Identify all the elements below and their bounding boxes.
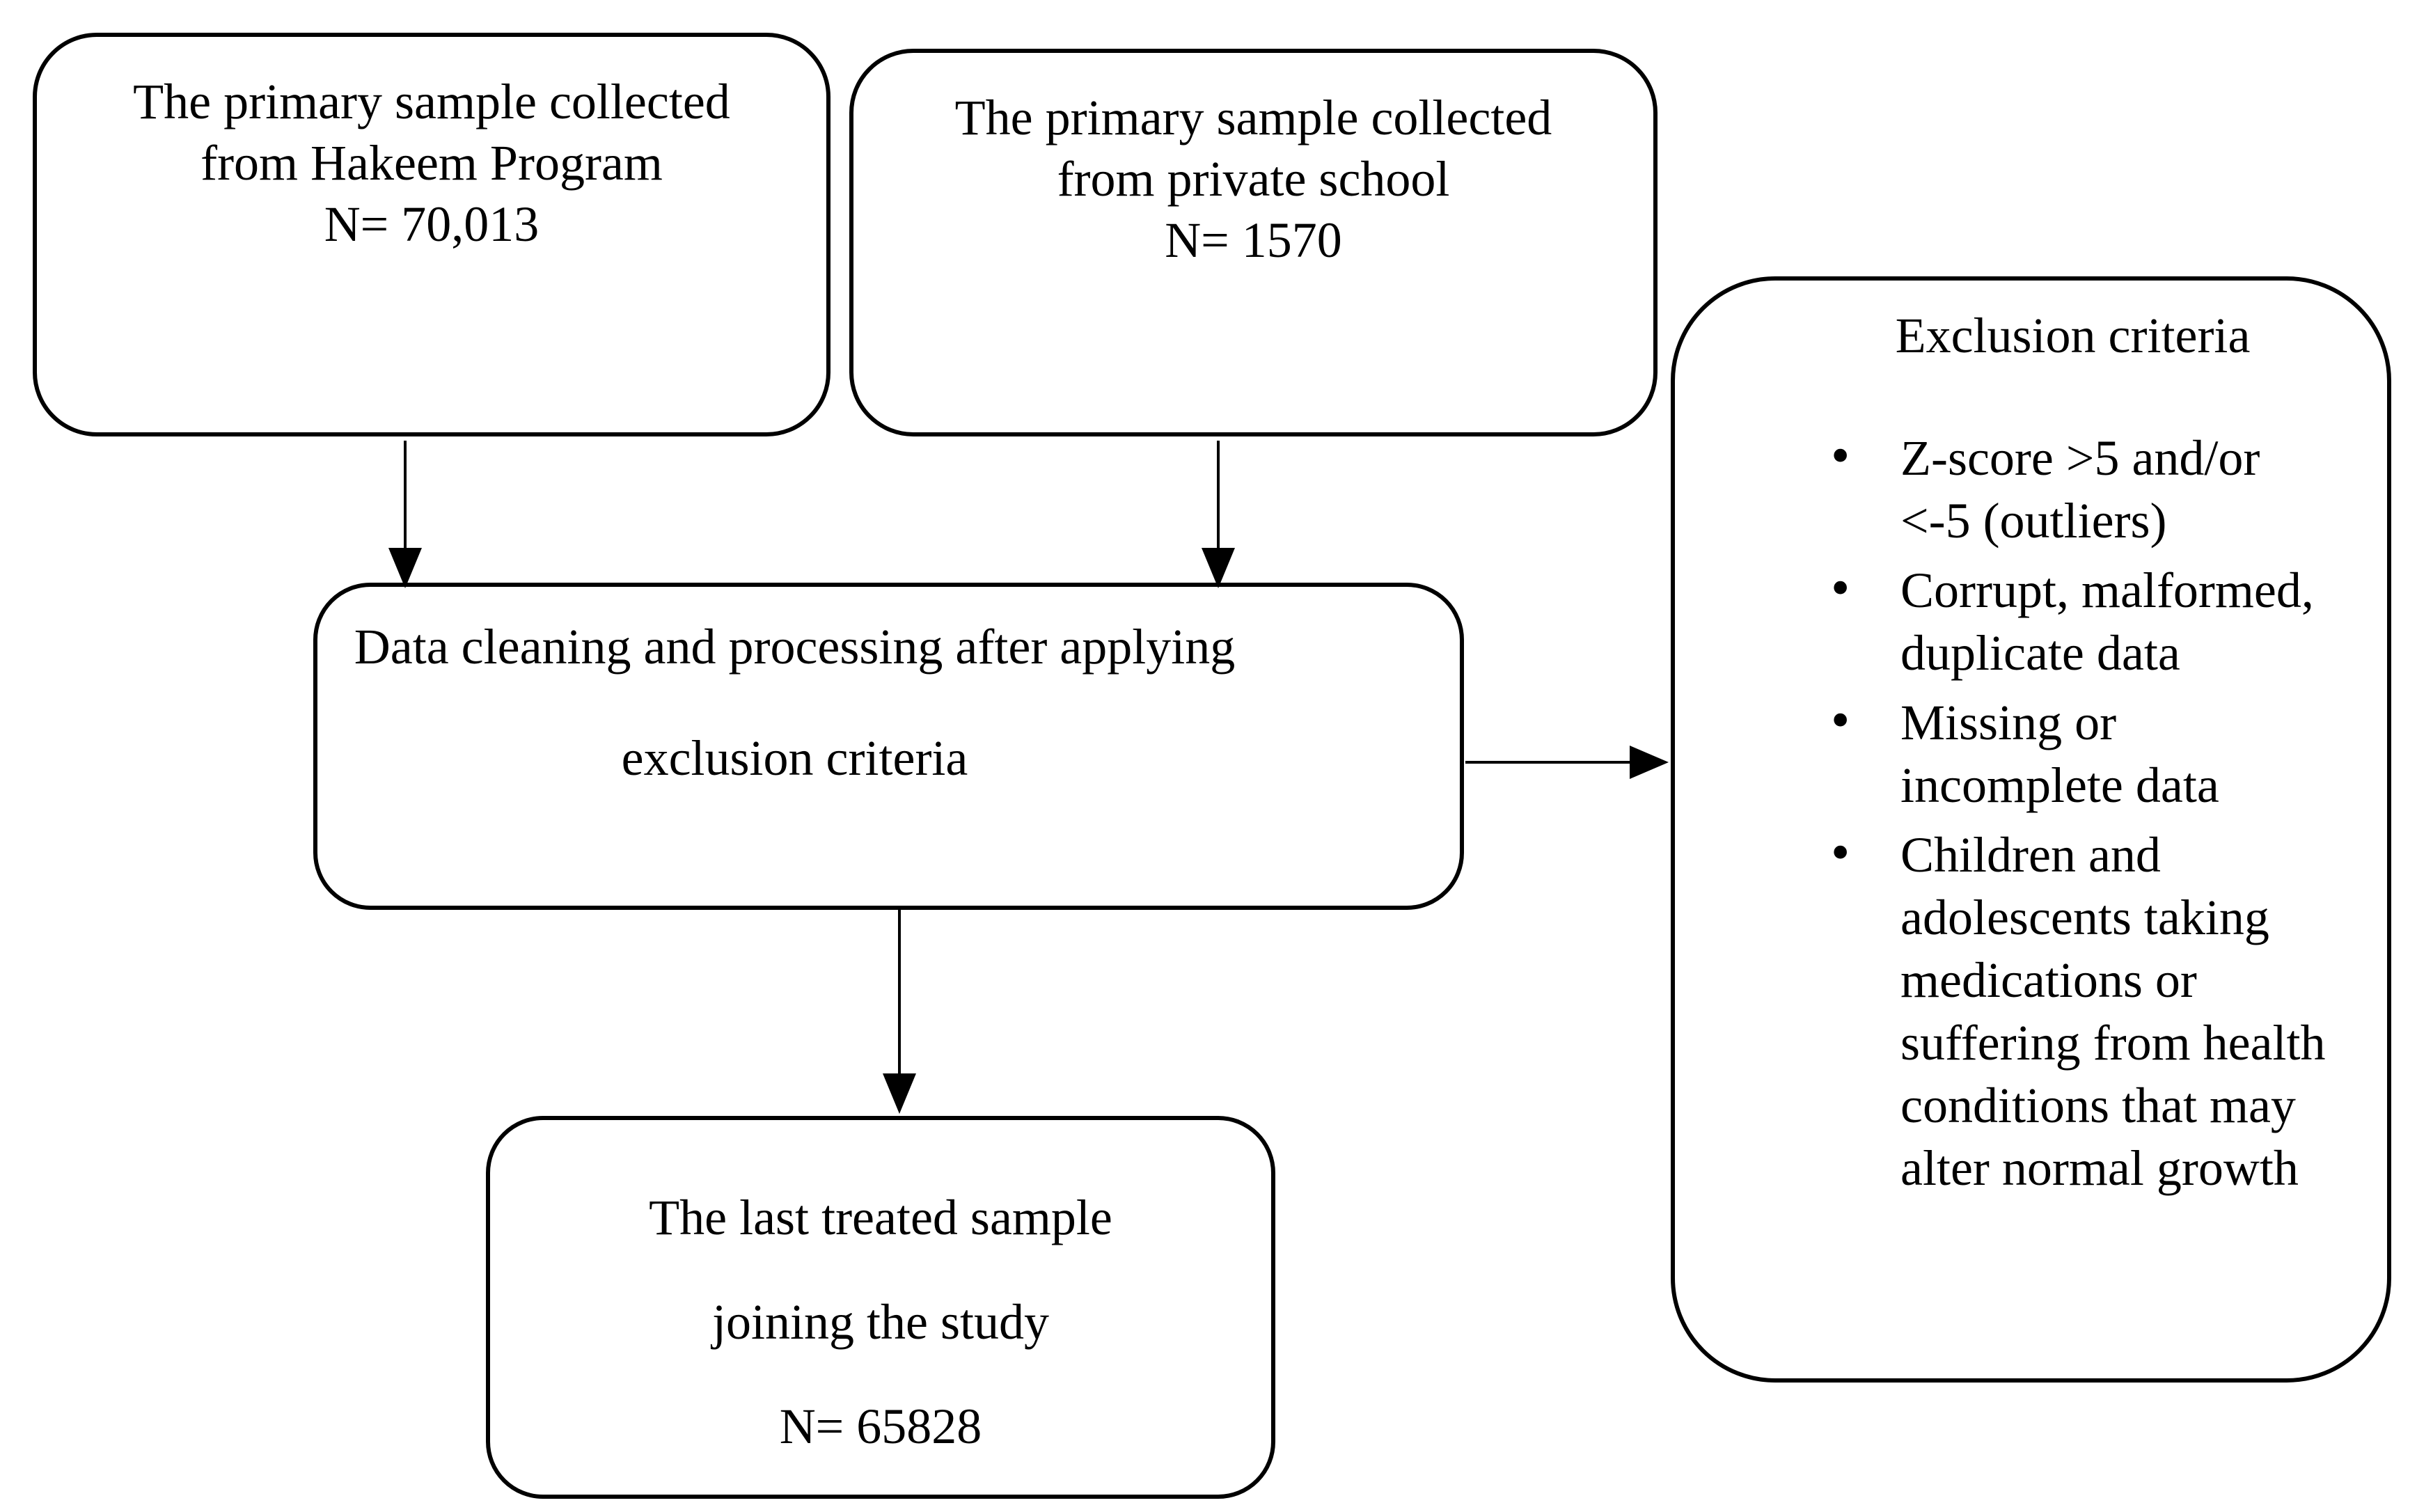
arrow-line xyxy=(1217,441,1220,549)
exclusion-criteria-item: Z-score >5 and/or <-5 (outliers) xyxy=(1831,424,2332,552)
sample-count: N= 1570 xyxy=(1165,212,1342,268)
exclusion-criteria-item: Corrupt, malformed, duplicate data xyxy=(1831,556,2332,684)
arrow-head-down-icon xyxy=(388,548,422,588)
box-line: Data cleaning and processing after apply… xyxy=(354,619,1236,675)
box-hakeem-sample: The primary sample collected from Hakeem… xyxy=(33,33,830,436)
exclusion-criteria-item: Children and adolescents taking medicati… xyxy=(1831,821,2332,1199)
box-line: from private school xyxy=(1057,151,1450,207)
box-line: from Hakeem Program xyxy=(200,135,663,191)
exclusion-criteria-item: Missing or incomplete data xyxy=(1831,688,2332,817)
box-line: The primary sample collected xyxy=(954,90,1552,145)
box-line: The primary sample collected xyxy=(133,74,730,129)
sample-count: N= 70,013 xyxy=(324,196,540,252)
box-line: joining the study xyxy=(712,1294,1049,1350)
exclusion-criteria-title: Exclusion criteria xyxy=(1895,308,2251,363)
box-line: The last treated sample xyxy=(649,1190,1112,1245)
arrow-head-right-icon xyxy=(1630,746,1669,779)
box-data-cleaning: Data cleaning and processing after apply… xyxy=(313,583,1464,910)
sample-count: N= 65828 xyxy=(779,1399,982,1454)
arrow-line xyxy=(404,441,407,549)
arrow-head-down-icon xyxy=(1202,548,1235,588)
arrow-head-down-icon xyxy=(883,1073,916,1114)
arrow-line xyxy=(898,910,901,1075)
exclusion-criteria-list: Z-score >5 and/or <-5 (outliers) Corrupt… xyxy=(1675,424,2332,1199)
box-final-sample: The last treated sample joining the stud… xyxy=(486,1116,1275,1499)
arrow-line xyxy=(1465,761,1631,764)
box-private-school-sample: The primary sample collected from privat… xyxy=(849,49,1658,436)
box-exclusion-criteria: Exclusion criteria Z-score >5 and/or <-5… xyxy=(1671,276,2391,1383)
box-line: exclusion criteria xyxy=(621,730,968,786)
